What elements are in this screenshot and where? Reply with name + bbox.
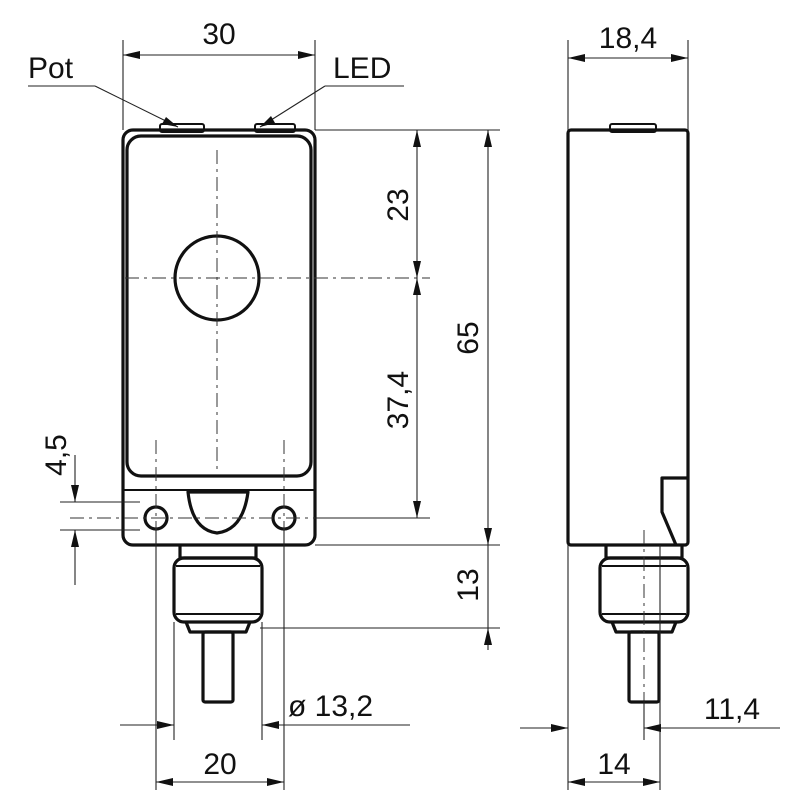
connector-nut [172,556,264,624]
dim-mount-spacing: 20 [203,748,236,781]
dimension-lines [28,40,780,790]
front-face-panel [125,134,313,478]
connector-pin [201,630,235,704]
connector-notch [186,490,250,535]
side-top-tab [609,123,657,133]
dim-hole-offset: 4,5 [40,434,73,476]
dimension-labels: Pot LED 30 18,4 23 37,4 65 4,5 13 ø 13,2… [28,18,760,781]
dim-height-total: 65 [452,321,485,354]
front-view [70,123,430,704]
dim-height-top: 23 [382,188,415,221]
led-tab [254,123,296,133]
dim-side-bottom: 14 [597,748,630,781]
side-body-outline [566,128,690,547]
label-led: LED [333,52,391,85]
dim-side-offset: 11,4 [704,693,760,726]
side-view [566,123,690,720]
dim-width-front: 30 [202,18,235,51]
connector-collar [178,545,258,560]
front-body-outline [121,128,317,547]
dim-height-mid: 37,4 [382,371,415,429]
dim-connector-length: 13 [452,568,485,601]
dim-connector-diameter: ø 13,2 [288,690,373,723]
dim-width-side: 18,4 [599,22,657,55]
pot-tab [159,123,205,133]
side-step [660,476,688,546]
label-pot: Pot [28,52,74,85]
